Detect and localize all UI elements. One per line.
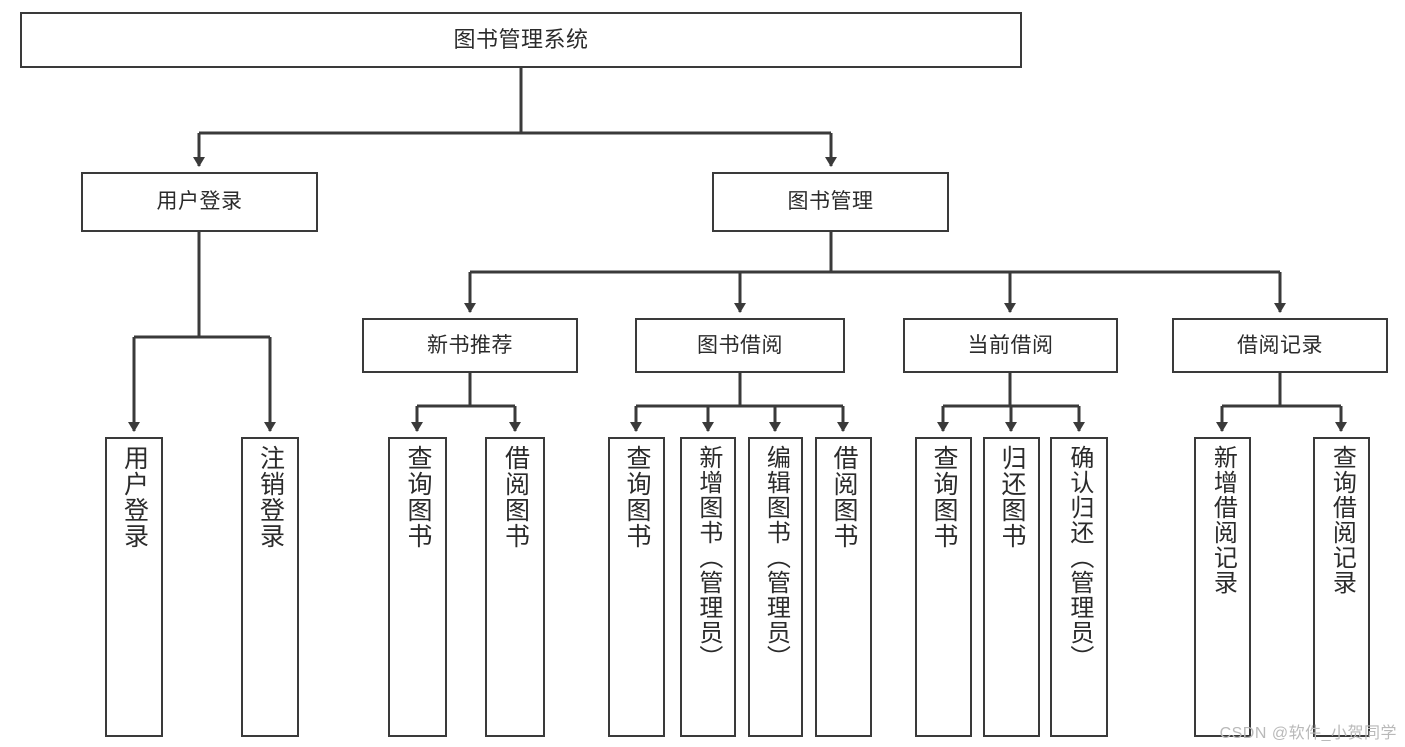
node-leaf-confirm-return-label: 确认归还（管理员） — [1065, 445, 1093, 670]
node-leaf-confirm-return[interactable]: 确认归还（管理员） — [1050, 437, 1108, 737]
node-leaf-logout[interactable]: 注销登录 — [241, 437, 299, 737]
node-current-borrow[interactable]: 当前借阅 — [903, 318, 1118, 373]
node-book-borrow-label: 图书借阅 — [697, 333, 783, 357]
node-leaf-borrow-book-2-label: 借阅图书 — [830, 445, 858, 549]
node-leaf-query-book-3[interactable]: 查询图书 — [915, 437, 972, 737]
node-leaf-query-book-1-label: 查询图书 — [404, 445, 432, 549]
node-root-label: 图书管理系统 — [453, 26, 589, 52]
node-leaf-add-book[interactable]: 新增图书（管理员） — [680, 437, 736, 737]
node-leaf-return-book-label: 归还图书 — [998, 445, 1026, 549]
node-book-mgmt[interactable]: 图书管理 — [712, 172, 949, 232]
node-leaf-edit-book-label: 编辑图书（管理员） — [762, 445, 790, 670]
node-root[interactable]: 图书管理系统 — [20, 12, 1022, 68]
node-leaf-add-record[interactable]: 新增借阅记录 — [1194, 437, 1251, 737]
node-leaf-add-book-label: 新增图书（管理员） — [694, 445, 722, 670]
node-current-borrow-label: 当前借阅 — [967, 333, 1054, 357]
node-borrow-record-label: 借阅记录 — [1237, 333, 1323, 357]
node-leaf-query-record-label: 查询借阅记录 — [1328, 445, 1356, 595]
node-leaf-return-book[interactable]: 归还图书 — [983, 437, 1040, 737]
watermark-text: CSDN @软件_小贺同学 — [1219, 725, 1397, 742]
node-borrow-record[interactable]: 借阅记录 — [1172, 318, 1388, 373]
node-leaf-query-book-3-label: 查询图书 — [930, 445, 958, 549]
node-leaf-query-book-2-label: 查询图书 — [623, 445, 651, 549]
node-leaf-query-book-1[interactable]: 查询图书 — [388, 437, 447, 737]
node-leaf-borrow-book-1[interactable]: 借阅图书 — [485, 437, 545, 737]
node-book-mgmt-label: 图书管理 — [787, 190, 874, 214]
node-book-borrow[interactable]: 图书借阅 — [635, 318, 845, 373]
node-leaf-edit-book[interactable]: 编辑图书（管理员） — [748, 437, 803, 737]
node-new-book-rec-label: 新书推荐 — [427, 333, 513, 357]
node-leaf-query-record[interactable]: 查询借阅记录 — [1313, 437, 1370, 737]
node-leaf-borrow-book-1-label: 借阅图书 — [501, 445, 530, 549]
node-user-login-label: 用户登录 — [156, 190, 243, 214]
node-leaf-user-login[interactable]: 用户登录 — [105, 437, 163, 737]
node-leaf-user-login-label: 用户登录 — [120, 445, 149, 549]
node-leaf-query-book-2[interactable]: 查询图书 — [608, 437, 665, 737]
node-leaf-borrow-book-2[interactable]: 借阅图书 — [815, 437, 872, 737]
node-user-login[interactable]: 用户登录 — [81, 172, 318, 232]
node-leaf-logout-label: 注销登录 — [256, 445, 285, 549]
node-new-book-rec[interactable]: 新书推荐 — [362, 318, 578, 373]
node-leaf-add-record-label: 新增借阅记录 — [1209, 445, 1237, 595]
